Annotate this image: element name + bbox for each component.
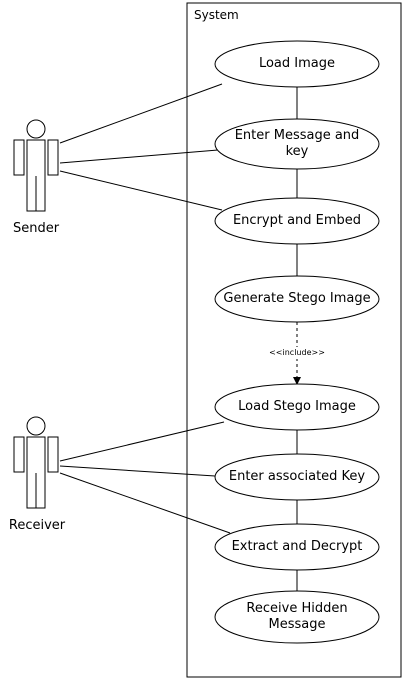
sender-actor-icon xyxy=(13,119,59,212)
use-case-extract-decrypt xyxy=(214,523,380,571)
receiver-actor-icon xyxy=(13,416,59,509)
use-case-load-stego xyxy=(214,383,380,431)
association-receiver-enter-key xyxy=(59,465,216,477)
association-sender-load-image xyxy=(59,83,223,144)
association-sender-encrypt xyxy=(59,170,223,211)
use-case-receive-hidden xyxy=(214,590,380,644)
use-case-enter-message xyxy=(214,118,380,170)
association-receiver-load-stego xyxy=(59,421,225,462)
use-case-encrypt-embed xyxy=(214,197,380,245)
association-sender-enter-message xyxy=(59,149,219,164)
association-receiver-extract xyxy=(59,472,231,534)
use-case-enter-key xyxy=(214,453,380,501)
use-case-generate-stego xyxy=(214,275,380,323)
use-case-load-image xyxy=(214,40,380,88)
system-boundary xyxy=(186,2,402,678)
